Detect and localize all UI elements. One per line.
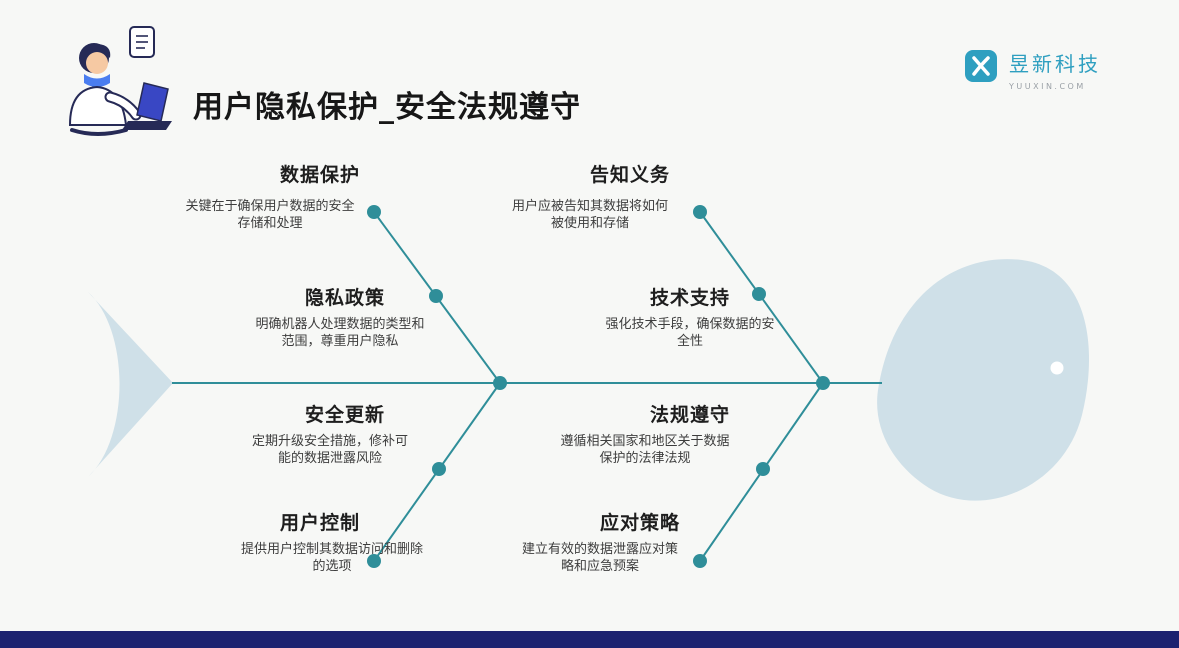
node-notification-duty: [693, 205, 707, 219]
branch-desc-notification-duty: 用户应被告知其数据将如何 被使用和存储: [511, 199, 668, 231]
person-figure: [68, 43, 142, 126]
fish-head-shape: [877, 259, 1090, 501]
brand-text: 昱新科技 YUUXIN.COM: [1009, 48, 1101, 91]
branch-title-data-protection: 数据保护: [279, 164, 360, 186]
person-illustration-graphic: [68, 26, 172, 136]
branch-title-response-strategy: 应对策略: [599, 512, 680, 534]
branch-desc-regulation-compliance: 遵循相关国家和地区关于数据 保护的法律法规: [560, 434, 730, 466]
node-regulation-compliance: [756, 462, 770, 476]
branch-desc-privacy-policy: 明确机器人处理数据的类型和 范围，尊重用户隐私: [255, 317, 425, 349]
branch-title-tech-support: 技术支持: [649, 287, 730, 309]
fish-tail-shape: [88, 292, 173, 477]
brand-name: 昱新科技: [1009, 52, 1101, 76]
branch-desc-data-protection: 关键在于确保用户数据的安全 存储和处理: [185, 199, 355, 231]
branch-title-security-updates: 安全更新: [304, 404, 385, 426]
branch-title-regulation-compliance: 法规遵守: [649, 404, 730, 426]
branch-desc-tech-support: 强化技术手段，确保数据的安 全性: [605, 317, 775, 349]
node-junction-left: [493, 376, 507, 390]
laptop-icon: [70, 82, 172, 136]
branch-title-notification-duty: 告知义务: [589, 164, 670, 186]
node-security-updates: [432, 462, 446, 476]
node-data-protection: [367, 205, 381, 219]
branch-desc-response-strategy: 建立有效的数据泄露应对策 略和应急预案: [521, 542, 678, 574]
branch-title-privacy-policy: 隐私政策: [304, 287, 385, 309]
footer-bar: [0, 631, 1179, 648]
node-tech-support: [752, 287, 766, 301]
branch-title-user-control: 用户控制: [279, 512, 360, 534]
branch-desc-user-control: 提供用户控制其数据访问和删除 的选项: [240, 542, 423, 574]
branch-desc-security-updates: 定期升级安全措施，修补可 能的数据泄露风险: [251, 434, 408, 466]
node-junction-right: [816, 376, 830, 390]
brand-domain: YUUXIN.COM: [1009, 82, 1086, 91]
fish-eye: [1050, 361, 1064, 375]
page-title: 用户隐私保护_安全法规遵守: [193, 90, 581, 125]
node-user-control: [367, 554, 381, 568]
node-privacy-policy: [429, 289, 443, 303]
brand-logo-icon: [965, 50, 997, 82]
node-response-strategy: [693, 554, 707, 568]
person-illustration: [52, 25, 182, 140]
brand: 昱新科技 YUUXIN.COM: [963, 48, 1101, 91]
document-icon: [129, 26, 155, 58]
